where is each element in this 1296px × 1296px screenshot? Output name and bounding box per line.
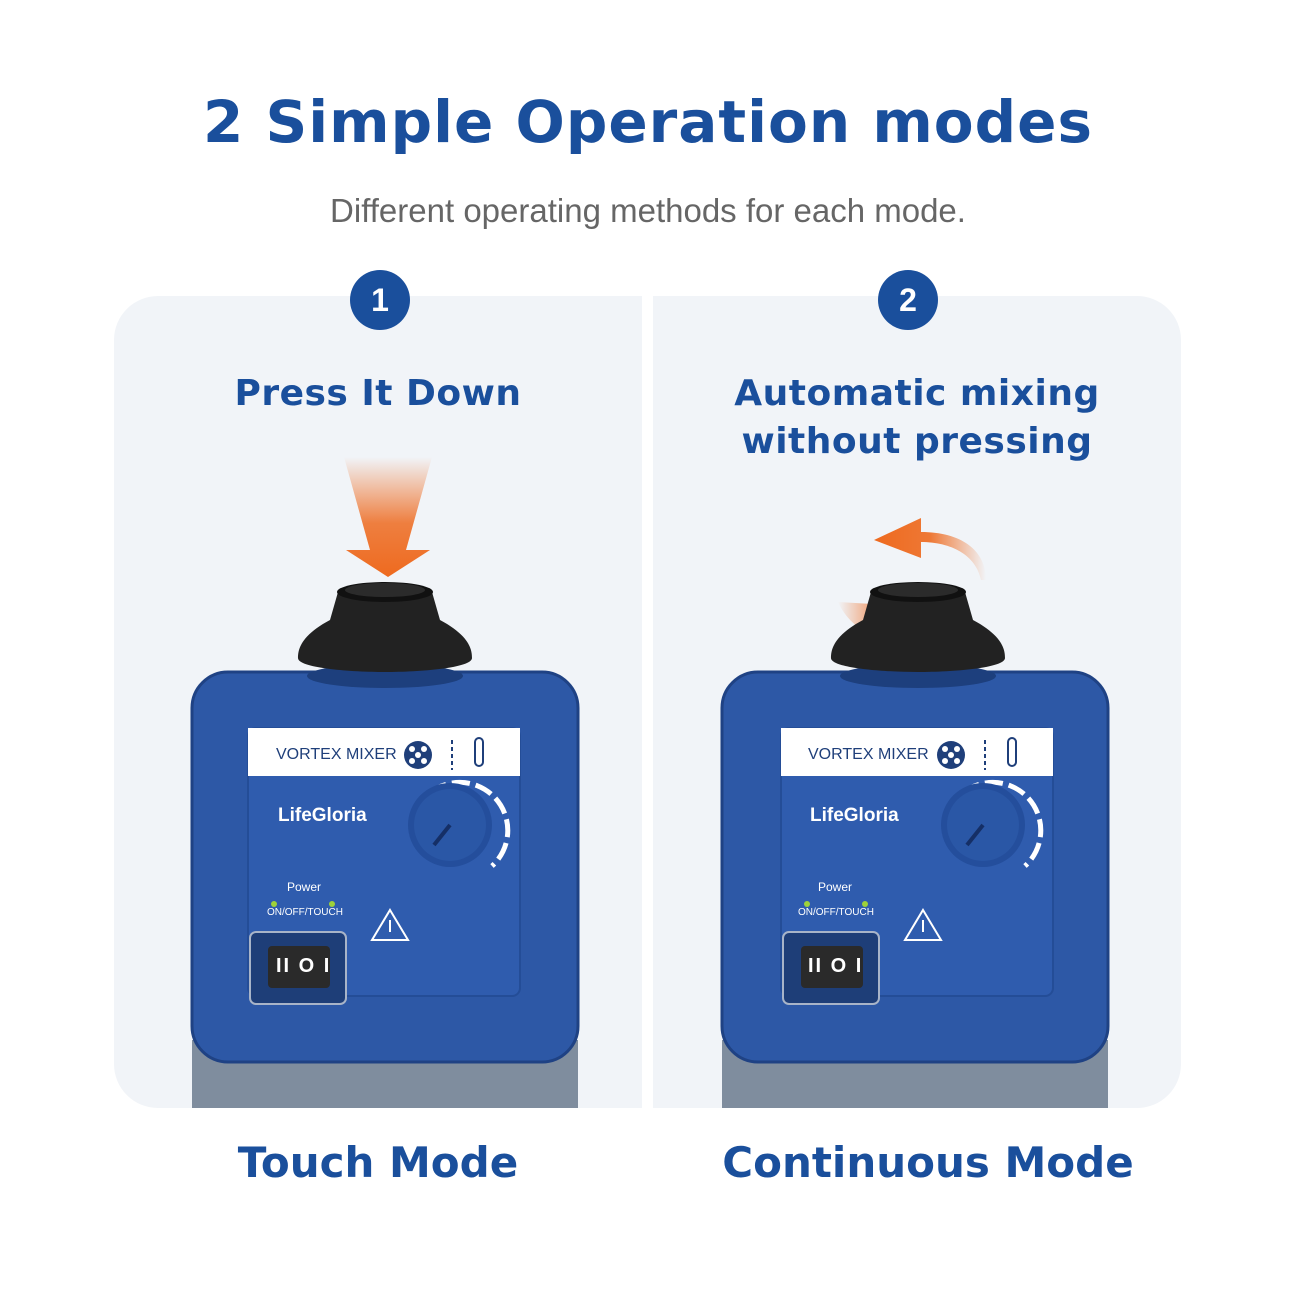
mode-1-heading: Press It Down — [114, 370, 642, 418]
device-2-brand: LifeGloria — [810, 805, 899, 826]
device-1-label: VORTEX MIXER — [276, 746, 397, 763]
continuous-mode-label: Continuous Mode — [722, 1138, 1134, 1187]
step-badge-2: 2 — [878, 270, 938, 330]
device-1-switch-positions: ON/OFF/TOUCH — [267, 907, 343, 918]
device-2-switch-positions: ON/OFF/TOUCH — [798, 907, 874, 918]
vortex-mixer-device-1 — [190, 582, 580, 1108]
device-1-switch-symbols[interactable]: II O I — [276, 955, 332, 977]
mode-2-heading: Automatic mixing without pressing — [653, 370, 1181, 466]
down-arrow-icon — [344, 457, 432, 577]
device-2-power-label: Power — [818, 880, 853, 894]
device-2-label: VORTEX MIXER — [808, 746, 929, 763]
step-badge-1: 1 — [350, 270, 410, 330]
page-title: 2 Simple Operation modes — [202, 88, 1094, 156]
device-1-brand: LifeGloria — [278, 805, 367, 826]
mode-2-heading-line1: Automatic mixing — [734, 373, 1100, 414]
touch-mode-label: Touch Mode — [237, 1138, 519, 1187]
mode-2-heading-line2: without pressing — [741, 421, 1093, 462]
device-2-switch-symbols[interactable]: II O I — [808, 955, 864, 977]
mode-1-heading-line1: Press It Down — [234, 373, 522, 414]
device-1-power-label: Power — [287, 880, 322, 894]
page-subtitle: Different operating methods for each mod… — [330, 192, 966, 229]
vortex-mixer-device-2 — [720, 582, 1110, 1108]
